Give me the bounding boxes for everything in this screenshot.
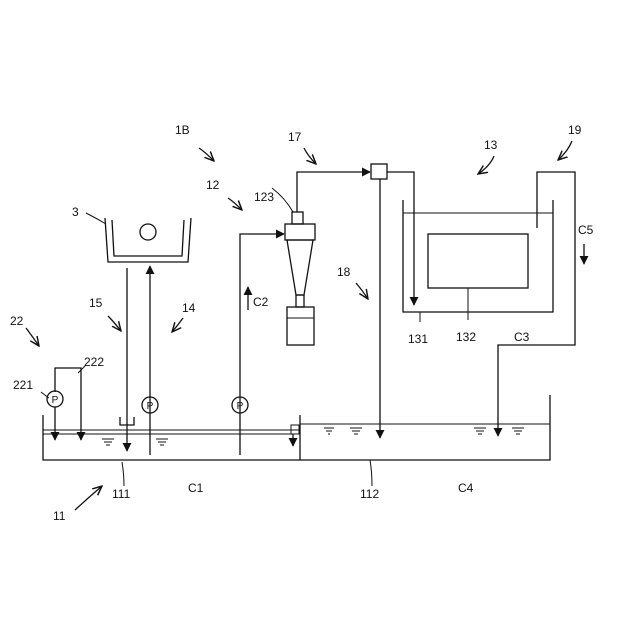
label-C5: C5: [578, 223, 594, 237]
product-circle: [140, 224, 156, 240]
label-112: 112: [360, 487, 379, 501]
hopper-3: [105, 218, 191, 262]
label-13: 13: [484, 138, 498, 152]
label-18: 18: [337, 265, 351, 279]
line-17: [297, 164, 387, 212]
flow-arrows: [248, 244, 584, 310]
pump-12-symbol: P: [237, 401, 244, 412]
label-132: 132: [456, 330, 476, 344]
label-222: 222: [84, 355, 104, 369]
water-level-marks-c4: [324, 428, 524, 434]
label-C3: C3: [514, 330, 530, 344]
membrane-132: [428, 234, 528, 288]
line-14: P: [142, 266, 158, 455]
labels: 1B 3 12 123 17 13 19 C5 C2 18 15 14 22 2…: [10, 123, 594, 523]
line-15: [120, 268, 134, 451]
line-19: [498, 172, 575, 436]
label-123: 123: [254, 190, 274, 204]
label-111: 111: [112, 487, 131, 501]
label-131: 131: [408, 332, 428, 346]
line-to-c3: [387, 172, 414, 305]
label-17: 17: [288, 130, 302, 144]
label-C4: C4: [458, 481, 474, 495]
overflow-weir: [291, 425, 299, 446]
label-3: 3: [72, 205, 79, 219]
label-C1: C1: [188, 481, 204, 495]
tank-c3: [403, 200, 553, 322]
label-221: 221: [13, 378, 33, 392]
device-22: P: [47, 366, 85, 440]
label-22: 22: [10, 314, 24, 328]
flow-splitter: [371, 164, 387, 179]
label-11: 11: [53, 509, 66, 523]
line-12: P: [232, 234, 284, 455]
hydrocyclone-123: [285, 212, 315, 345]
label-C2: C2: [253, 295, 269, 309]
pointer-arrows: [26, 141, 572, 510]
pump-14-symbol: P: [147, 401, 154, 412]
leader-lines: [41, 188, 372, 486]
label-15: 15: [89, 296, 103, 310]
label-14: 14: [182, 301, 196, 315]
label-1B: 1B: [175, 123, 190, 137]
label-12: 12: [206, 178, 220, 192]
label-19: 19: [568, 123, 582, 137]
pump-221-symbol: P: [52, 395, 59, 406]
water-level-marks-c1: [102, 439, 168, 445]
